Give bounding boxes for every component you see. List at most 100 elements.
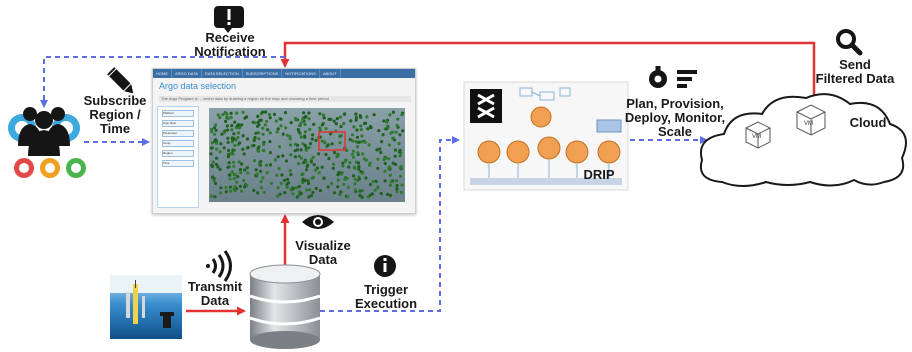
float-dot <box>259 180 263 184</box>
float-dot <box>293 155 298 159</box>
float-dot <box>221 112 225 117</box>
float-dot <box>306 181 311 185</box>
float-dot <box>307 195 311 199</box>
float-dot <box>275 173 279 177</box>
float-dot <box>357 167 361 171</box>
float-dot <box>311 190 315 195</box>
float-dot <box>399 190 403 195</box>
transmit-label: Transmit Data <box>180 280 250 308</box>
app-title: Argo data selection <box>159 81 237 91</box>
float-dot <box>338 115 342 119</box>
float-dot <box>214 123 218 127</box>
float-dot <box>345 148 349 153</box>
float-dot <box>386 192 390 196</box>
float-dot <box>347 165 351 169</box>
float-dot <box>278 192 282 196</box>
app-nav-tab[interactable]: ABOUT <box>320 69 341 78</box>
float-dot <box>230 170 234 174</box>
float-dot <box>267 112 271 117</box>
float-dot <box>283 178 287 182</box>
float-dot <box>229 111 233 115</box>
sidebar-field[interactable]: Parameter <box>162 130 194 137</box>
float-dot <box>259 159 263 164</box>
float-dot <box>353 177 357 181</box>
float-dot <box>218 150 222 154</box>
float-dot <box>227 148 231 153</box>
float-dot <box>289 153 293 157</box>
sidebar-field[interactable]: Platform <box>162 110 194 117</box>
sidebar-field[interactable]: Region <box>162 150 194 157</box>
float-dot <box>291 192 295 196</box>
subscribe-label: Subscribe Region / Time <box>80 94 150 136</box>
float-dot <box>380 140 384 144</box>
app-nav-tab[interactable]: NOTIFICATIONS <box>282 69 320 78</box>
float-dot <box>400 183 404 187</box>
pencil-icon <box>107 67 134 94</box>
float-dot <box>378 147 382 151</box>
float-dot <box>343 177 347 181</box>
app-nav-tab[interactable]: DATA SELECTION <box>202 69 243 78</box>
float-dot <box>224 190 228 194</box>
float-dot <box>265 163 269 167</box>
drip-label: DRIP <box>583 167 615 182</box>
float-dot <box>311 155 315 159</box>
sidebar-field[interactable]: Argo float <box>162 120 194 127</box>
float-dot <box>252 188 256 192</box>
float-dot <box>215 141 219 145</box>
float-dot <box>253 136 257 140</box>
float-dot <box>233 189 237 193</box>
label-line: Filtered Data <box>815 71 895 86</box>
float-dot <box>281 132 285 136</box>
float-dot <box>285 133 289 137</box>
float-dot <box>339 133 343 138</box>
float-dot <box>330 181 334 185</box>
float-dot <box>350 152 354 156</box>
float-dot <box>335 117 339 121</box>
app-nav-tab[interactable]: ARGO DATA <box>172 69 202 78</box>
float-dot <box>265 119 269 123</box>
float-dot <box>294 186 298 190</box>
sidebar-field[interactable]: Temp <box>162 140 194 147</box>
float-dot <box>276 127 280 131</box>
float-dot <box>288 143 293 147</box>
float-dot <box>210 130 214 134</box>
float-dot <box>219 191 223 195</box>
float-dot <box>240 189 244 193</box>
float-dot <box>307 117 311 121</box>
float-dot <box>210 194 214 198</box>
float-dot <box>302 111 306 115</box>
float-dot <box>245 115 249 119</box>
float-dot <box>301 177 305 181</box>
float-dot <box>368 182 373 187</box>
float-dot <box>209 146 214 150</box>
float-dot <box>315 166 320 170</box>
vm-cube-icon <box>745 104 826 149</box>
label-line: Region / <box>89 107 141 122</box>
float-dot <box>283 111 288 115</box>
float-dot <box>226 116 230 120</box>
float-dot <box>216 113 220 117</box>
float-dot <box>357 177 362 181</box>
float-dot <box>379 191 383 196</box>
float-dot <box>355 135 360 139</box>
float-dot <box>213 181 218 186</box>
sidebar-field[interactable]: Time <box>162 160 194 167</box>
float-dot <box>387 143 391 147</box>
float-dot <box>219 186 223 190</box>
label-line: Plan, Provision, <box>626 96 724 111</box>
app-nav-tab[interactable]: SUBSCRIPTIONS <box>243 69 283 78</box>
app-nav-tab[interactable]: HOME <box>153 69 172 78</box>
float-dot <box>226 140 230 144</box>
label-line: Subscribe <box>83 93 147 108</box>
float-dot <box>332 150 337 155</box>
float-dot <box>365 115 369 119</box>
float-dot <box>210 141 214 145</box>
world-map[interactable] <box>209 108 405 202</box>
float-dot <box>295 195 299 199</box>
float-dot <box>238 184 242 188</box>
float-dot <box>254 131 258 135</box>
float-dot <box>330 142 334 146</box>
float-dot <box>233 120 237 124</box>
float-dot <box>346 185 350 189</box>
float-dot <box>237 160 241 164</box>
